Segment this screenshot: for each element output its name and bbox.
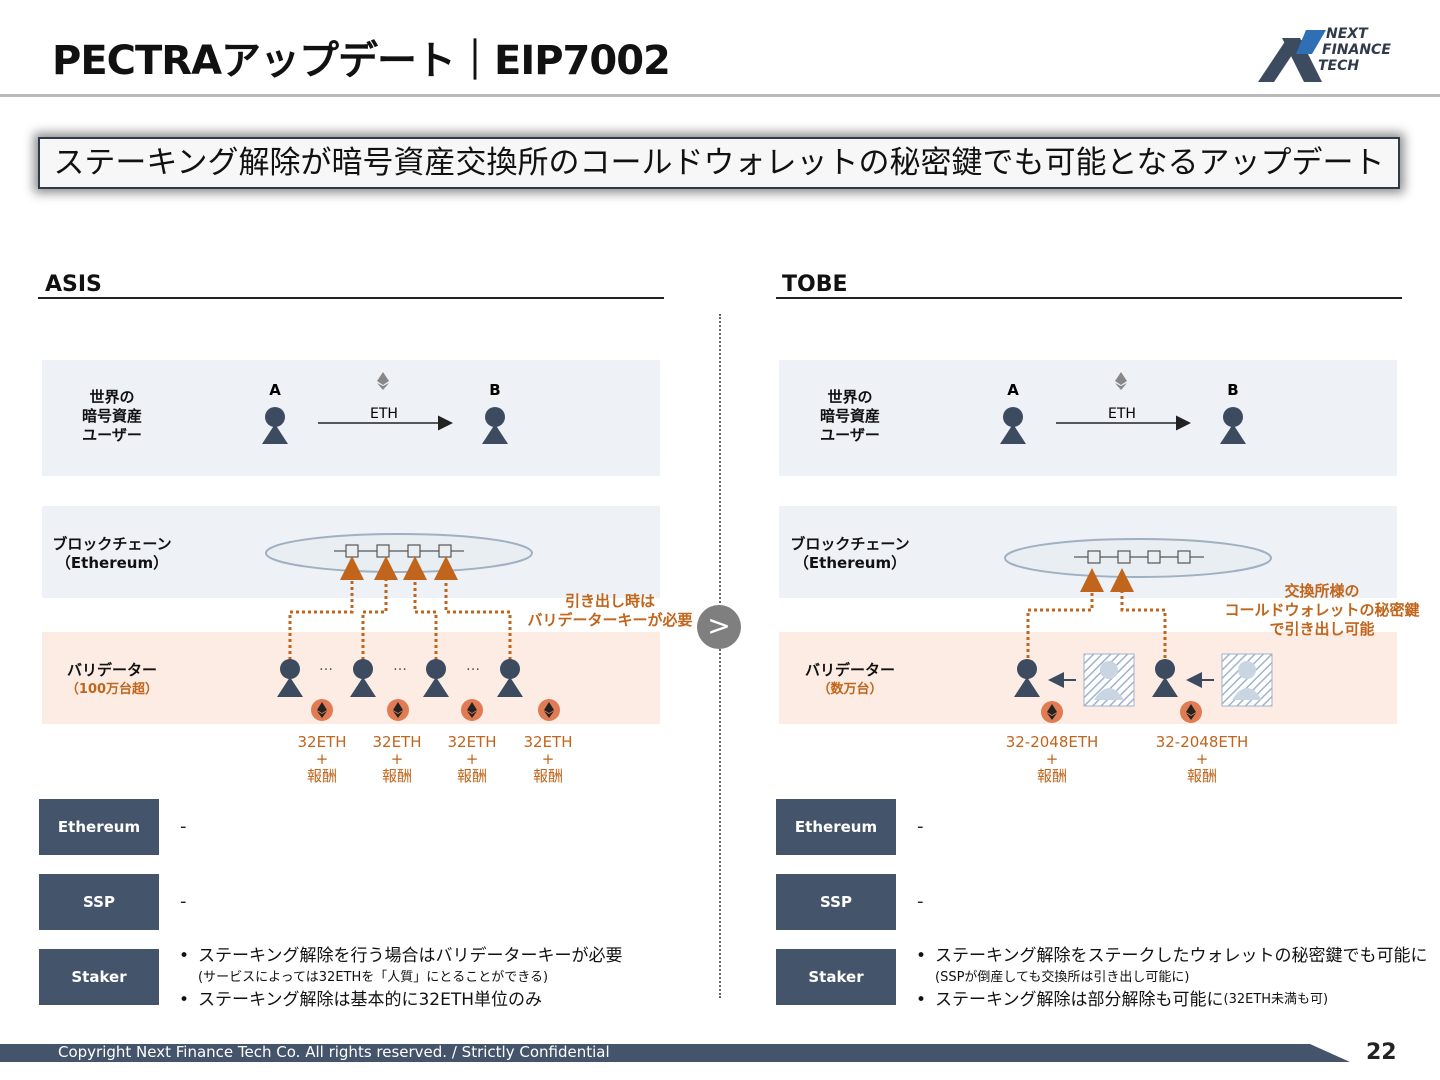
asis-users-band (42, 360, 660, 476)
tobe-user-a-icon (1000, 407, 1026, 444)
tobe-user-a-label: A (1007, 381, 1019, 399)
summary-banner: ステーキング解除が暗号資産交換所のコールドウォレットの秘密鍵でも可能となるアップ… (38, 137, 1400, 189)
eth-coin-icon (1041, 701, 1063, 723)
asis-chain-label: ブロックチェーン （Ethereum） (52, 535, 172, 572)
asis-rule (38, 297, 664, 299)
copyright-text: Copyright Next Finance Tech Co. All righ… (58, 1043, 610, 1061)
asis-user-b-icon (482, 407, 508, 444)
company-logo: NEXT FINANCE TECH (1258, 26, 1391, 82)
asis-staker-box: Staker (39, 949, 159, 1005)
title-rule (0, 94, 1440, 97)
tobe-eth-coin-icon (1115, 372, 1127, 390)
tobe-rule (776, 297, 1402, 299)
tobe-withdraw-paths (1026, 568, 1167, 658)
tobe-user-b-icon (1220, 407, 1246, 444)
eth-coin-icon (387, 699, 409, 721)
asis-ethereum-box: Ethereum (39, 799, 159, 855)
tobe-validator-title: バリデーター (804, 661, 895, 679)
validator-icon (1014, 659, 1040, 697)
ellipsis-1: … (319, 658, 333, 674)
asis-stake-1: 32ETH + 報酬 (297, 733, 347, 785)
logo-text-1: NEXT (1326, 26, 1369, 42)
validator-icon (277, 659, 303, 697)
asis-ssp-content: - (180, 891, 187, 912)
eth-coin-icon (538, 699, 560, 721)
asis-eth-coin-icon (377, 372, 389, 390)
asis-diagram: A B ETH … … … (262, 372, 560, 721)
tobe-chain-label: ブロックチェーン （Ethereum） (790, 535, 910, 572)
tobe-staker-bullets: •ステーキング解除をステークしたウォレットの秘密鍵でも可能に (SSPが倒産して… (907, 945, 1432, 1011)
asis-user-b-label: B (489, 381, 500, 399)
asis-user-a-label: A (269, 381, 281, 399)
tobe-block-chain-icon (1074, 550, 1204, 564)
bullet-sub: (サービスによっては32ETHを「人質」にとることができる) (198, 970, 549, 985)
tobe-staker-box: Staker (776, 949, 896, 1005)
asis-staker-bullets: •ステーキング解除を行う場合はバリデーターキーが必要 (サービスによっては32E… (170, 945, 690, 1011)
bullet-item: •ステーキング解除は部分解除も可能に(32ETH未満も可) (915, 990, 1329, 1010)
tobe-user-b-label: B (1227, 381, 1238, 399)
tobe-stake-1: 32-2048ETH + 報酬 (1005, 733, 1099, 785)
logo-text-3: TECH (1318, 58, 1359, 74)
asis-stake-3: 32ETH + 報酬 (447, 733, 497, 785)
validator-icon (497, 659, 523, 697)
asis-stake-2: 32ETH + 報酬 (372, 733, 422, 785)
ellipsis-2: … (393, 658, 407, 674)
page-number: 22 (1366, 1040, 1397, 1065)
bullet-item: •ステーキング解除をステークしたウォレットの秘密鍵でも可能に (915, 946, 1428, 966)
logo-text-2: FINANCE (1322, 42, 1391, 58)
banner-text: ステーキング解除が暗号資産交換所のコールドウォレットの秘密鍵でも可能となるアップ… (53, 145, 1385, 181)
bullet-item: •ステーキング解除を行う場合はバリデーターキーが必要 (178, 946, 623, 966)
tobe-validator-icons (1014, 659, 1178, 697)
eth-coin-icon (311, 699, 333, 721)
asis-eth-label: ETH (370, 406, 398, 422)
asis-heading: ASIS (45, 272, 102, 297)
asis-validator-title: バリデーター (66, 661, 157, 679)
cold-wallet-icon (1221, 653, 1273, 707)
bullet-item: •ステーキング解除は基本的に32ETH単位のみ (178, 990, 543, 1010)
tobe-eth-coins (1041, 701, 1202, 723)
validator-icon (350, 659, 376, 697)
tobe-note: 交換所様の コールドウォレットの秘密鍵 で引き出し可能 (1224, 582, 1420, 638)
validator-icon (423, 659, 449, 697)
tobe-ssp-content: - (917, 891, 924, 912)
asis-ethereum-content: - (180, 816, 187, 837)
page-title: PECTRAアップデート｜EIP7002 (52, 38, 671, 84)
asis-validator-sub: （100万台超） (65, 682, 159, 697)
asis-note: 引き出し時は バリデーターキーが必要 (527, 592, 693, 629)
tobe-chain-disc (1004, 538, 1272, 578)
tobe-ssp-box: SSP (776, 874, 896, 930)
asis-validator-label: バリデーター （100万台超） (62, 661, 162, 699)
ellipsis-3: … (466, 658, 480, 674)
asis-user-a-icon (262, 407, 288, 444)
footer-bar (0, 1044, 1350, 1062)
bullet-sub: (SSPが倒産しても交換所は引き出し可能に) (935, 970, 1190, 985)
tobe-users-band (779, 360, 1397, 476)
validator-icon (1152, 659, 1178, 697)
tobe-eth-label: ETH (1108, 406, 1136, 422)
eth-coin-icon (461, 699, 483, 721)
asis-eth-coins (311, 699, 560, 721)
asis-validator-icons (277, 659, 523, 697)
tobe-validator-label: バリデーター （数万台） (800, 661, 900, 699)
tobe-users-label: 世界の 暗号資産 ユーザー (819, 388, 880, 444)
cold-wallet-icons (1083, 653, 1273, 707)
eth-coin-icon (1180, 701, 1202, 723)
tobe-heading: TOBE (782, 272, 848, 297)
tobe-diagram: A B ETH (1000, 372, 1273, 723)
asis-withdraw-paths (288, 556, 512, 660)
transition-arrow-icon: > (697, 605, 741, 649)
tobe-ethereum-content: - (917, 816, 924, 837)
cold-wallet-icon (1083, 653, 1135, 707)
asis-chain-disc (265, 533, 533, 573)
asis-ssp-box: SSP (39, 874, 159, 930)
section-divider (719, 314, 721, 998)
tobe-validator-sub: （数万台） (817, 682, 883, 697)
asis-users-label: 世界の 暗号資産 ユーザー (81, 388, 142, 444)
tobe-stake-2: 32-2048ETH + 報酬 (1155, 733, 1249, 785)
tobe-ethereum-box: Ethereum (776, 799, 896, 855)
asis-stake-4: 32ETH + 報酬 (523, 733, 573, 785)
